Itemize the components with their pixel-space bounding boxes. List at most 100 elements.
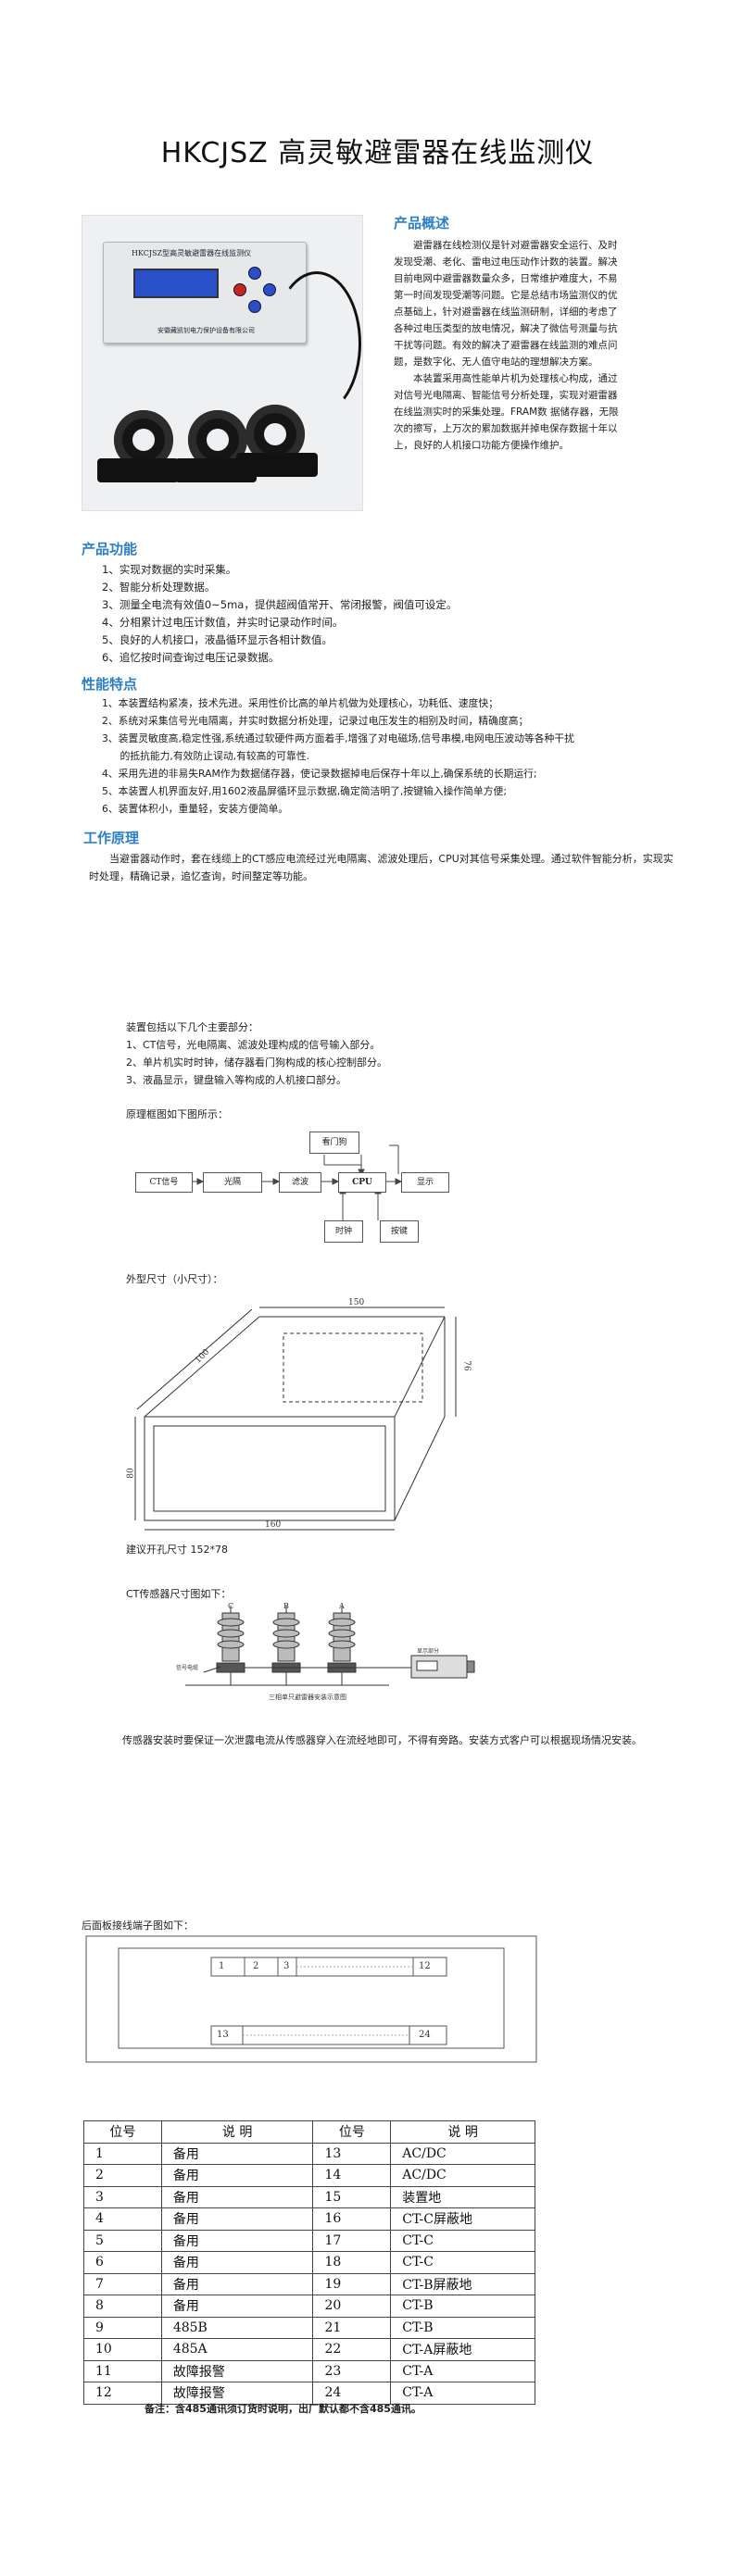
- function-item: 5、良好的人机接口，液晶循环显示各相计数值。: [102, 633, 333, 646]
- header-desc: 说 明: [160, 2120, 314, 2144]
- overview-text: 避雷器在线检测仪是针对避雷器安全运行、及时 发现受潮、老化、雷电过电压动作计数的…: [394, 237, 676, 454]
- pin-cell: 3: [83, 2185, 162, 2208]
- pin-cell: 12: [83, 2382, 162, 2405]
- pin-cell: 19: [312, 2272, 392, 2295]
- feature-item: 3、装置灵敏度高,稳定性强,系统通过软硬件两方面着手,增强了对电磁场,信号串模,…: [102, 732, 574, 744]
- header-pin: 位号: [312, 2120, 392, 2144]
- overview-line: 干扰等问题。有效的解决了避雷器在线监测的难点问: [394, 340, 618, 351]
- feature-item: 4、采用先进的非易失RAM作为数据储存器，使记录数据掉电后保存十年以上,确保系统…: [102, 768, 537, 780]
- feature-item: 1、本装置结构紧凑，技术先进。采用性价比高的单片机做为处理核心，功耗低、速度快；: [102, 697, 498, 709]
- overview-line: 上，良好的人机接口功能方便操作维护。: [394, 440, 569, 451]
- desc-cell: 485A: [160, 2338, 314, 2361]
- desc-cell: CT-A: [390, 2359, 535, 2382]
- desc-cell: 485B: [160, 2316, 314, 2339]
- overview-line: 发现受潮、老化、雷电过电压动作计数的装置。解决: [394, 256, 618, 268]
- cpu-block: CPU: [338, 1172, 386, 1193]
- principle-heading: 工作原理: [83, 830, 140, 846]
- pin-cell: 15: [312, 2185, 392, 2208]
- signal-cable-label: 信号电缆: [176, 1665, 199, 1671]
- pin-cell: 16: [312, 2207, 392, 2231]
- pin-cell: 4: [83, 2207, 162, 2231]
- feature-item: 6、装置体积小，重量轻，安装方便简单。: [102, 803, 289, 815]
- pin-table-header: 位号 说 明 位号 说 明: [83, 2120, 535, 2144]
- device-plate-text: HKCJSZ型高灵敏避雷器在线监测仪: [132, 249, 252, 257]
- overview-heading: 产品概述: [394, 215, 450, 231]
- pin-cell: 17: [312, 2229, 392, 2252]
- pin-cell: 11: [83, 2359, 162, 2382]
- ct-base-image: [97, 458, 179, 482]
- feature-item: 的抵抗能力,有效防止误动,有较高的可靠性.: [120, 750, 310, 762]
- ct-installation-note: 传感器安装时要保证一次泄露电流从传感器穿入在流经地即可，不得有旁路。安装方式客户…: [122, 1734, 642, 1746]
- pin-cell: 23: [312, 2359, 392, 2382]
- desc-cell: 备用: [160, 2142, 314, 2165]
- cable-image: [272, 271, 361, 416]
- pin-cell: 14: [312, 2164, 392, 2187]
- components-intro: 装置包括以下几个主要部分：: [126, 1021, 258, 1033]
- desc-cell: CT-B屏蔽地: [390, 2272, 535, 2295]
- function-item: 3、测量全电流有效值0~5ma，提供超阀值常开、常闭报警，阀值可设定。: [102, 598, 458, 611]
- terminal-label: 3: [283, 1961, 290, 1971]
- function-item: 6、追忆按时间查询过电压记录数据。: [102, 651, 280, 664]
- desc-cell: 备用: [160, 2295, 314, 2318]
- rear-panel-drawing: [85, 1935, 537, 2063]
- overview-line: 各种过电压类型的放电情况，解决了微信号测量与抗: [394, 323, 618, 334]
- dim-side-height: 76: [461, 1360, 472, 1371]
- keys-block: 按键: [380, 1220, 419, 1243]
- overview-line: 对信号光电隔离、智能信号分析处理，实现对避雷器: [394, 390, 618, 401]
- pin-cell: 6: [83, 2251, 162, 2274]
- rear-panel-caption: 后面板接线端子图如下：: [82, 1919, 194, 1932]
- component-item: 2、单片机实时时钟，储存器看门狗构成的核心控制部分。: [126, 1057, 387, 1069]
- pin-cell: 13: [312, 2142, 392, 2165]
- feature-item: 2、系统对采集信号光电隔离，并实时数据分析处理，记录过电压发生的相别及时间，精确…: [102, 715, 529, 727]
- overview-line: 本装置采用高性能单片机为处理核心构成，通过: [413, 373, 618, 384]
- pin-cell: 18: [312, 2251, 392, 2274]
- desc-cell: 备用: [160, 2185, 314, 2208]
- principle-text: 当避雷器动作时，套在线缆上的CT感应电流经过光电隔离、滤波处理后，CPU对其信号…: [89, 853, 673, 882]
- component-item: 1、CT信号，光电隔离、滤波处理构成的信号输入部分。: [126, 1039, 381, 1051]
- overview-line: 题，是数字化、无人值守电站的理想解决方案。: [394, 356, 598, 368]
- display-block: 显示: [401, 1172, 449, 1193]
- desc-cell: CT-C: [390, 2251, 535, 2274]
- desc-cell: 故障报警: [160, 2359, 314, 2382]
- terminal-label: 2: [253, 1961, 259, 1971]
- pin-cell: 8: [83, 2295, 162, 2318]
- pin-cell: 5: [83, 2229, 162, 2252]
- phase-a-label: A: [339, 1602, 345, 1610]
- components-list: 装置包括以下几个主要部分： 1、CT信号，光电隔离、滤波处理构成的信号输入部分。…: [126, 1019, 645, 1089]
- dim-front-width: 160: [265, 1520, 282, 1530]
- desc-cell: CT-A屏蔽地: [390, 2338, 535, 2361]
- features-list: 1、本装置结构紧凑，技术先进。采用性价比高的单片机做为处理核心，功耗低、速度快；…: [102, 694, 695, 818]
- clock-block: 时钟: [324, 1220, 363, 1243]
- overview-line: 次的擦写，上万次的累加数据并掉电保存数据十年以: [394, 423, 618, 434]
- desc-cell: CT-C: [390, 2229, 535, 2252]
- overview-line: 避雷器在线检测仪是针对避雷器安全运行、及时: [413, 240, 618, 251]
- pin-cell: 7: [83, 2272, 162, 2295]
- desc-cell: CT-B: [390, 2316, 535, 2339]
- filter-block: 滤波: [279, 1172, 321, 1193]
- block-diagram-caption: 原理框图如下图所示：: [126, 1108, 228, 1120]
- terminal-label: 13: [217, 2030, 229, 2040]
- terminal-label: 24: [419, 2030, 431, 2040]
- desc-cell: 备用: [160, 2251, 314, 2274]
- desc-cell: CT-A: [390, 2382, 535, 2405]
- device-button-icon: [248, 300, 261, 313]
- pin-cell: 9: [83, 2316, 162, 2339]
- feature-item: 5、本装置人机界面友好,用1602液晶屏循环显示数据,确定简洁明了,按键输入操作…: [102, 785, 507, 797]
- overview-line: 点基础上，针对避雷器在线监测研制，详细的考虑了: [394, 306, 618, 318]
- ct-sensor-caption: CT传感器尺寸图如下：: [126, 1588, 232, 1600]
- device-button-icon: [233, 283, 246, 296]
- watchdog-block: 看门狗: [309, 1132, 359, 1154]
- installation-diagram-title: 三相单只避雷器安装示意图: [269, 1694, 346, 1701]
- display-part-label: 显示部分: [417, 1648, 440, 1655]
- desc-cell: 备用: [160, 2207, 314, 2231]
- desc-cell: 备用: [160, 2272, 314, 2295]
- overview-line: 目前电网中避雷器数量众多，日常维护难度大，不易: [394, 273, 618, 284]
- device-button-icon: [248, 267, 261, 280]
